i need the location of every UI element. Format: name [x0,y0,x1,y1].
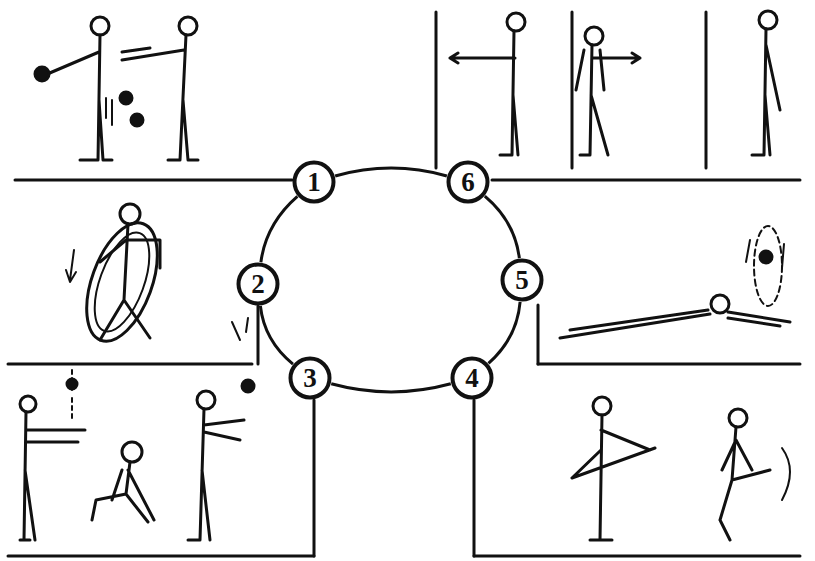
ring-connector [260,306,293,364]
station-5-figure [560,226,790,338]
station-2-figure [66,204,248,351]
ring-connector [485,196,520,258]
ring-connector [335,168,447,176]
station-6-figures [436,11,780,168]
station-circle: 3 [288,356,332,400]
station-number: 5 [500,265,544,296]
station-circle: 5 [500,258,544,302]
station-number: 6 [446,167,490,198]
station-circle: 6 [446,160,490,204]
station-number: 3 [288,363,332,394]
station-number: 1 [292,167,336,198]
ring-connector [331,384,451,392]
station-circle: 1 [292,160,336,204]
station-circle: 2 [236,262,280,306]
station-circle: 4 [450,356,494,400]
station-number: 2 [236,269,280,300]
ring-connector [261,196,298,262]
panel-lines [8,180,800,556]
station-1-figures [35,17,198,160]
station-number: 4 [450,363,494,394]
ring-connector [488,302,520,363]
station-3-figures [20,370,254,540]
station-4-figures [572,397,790,540]
